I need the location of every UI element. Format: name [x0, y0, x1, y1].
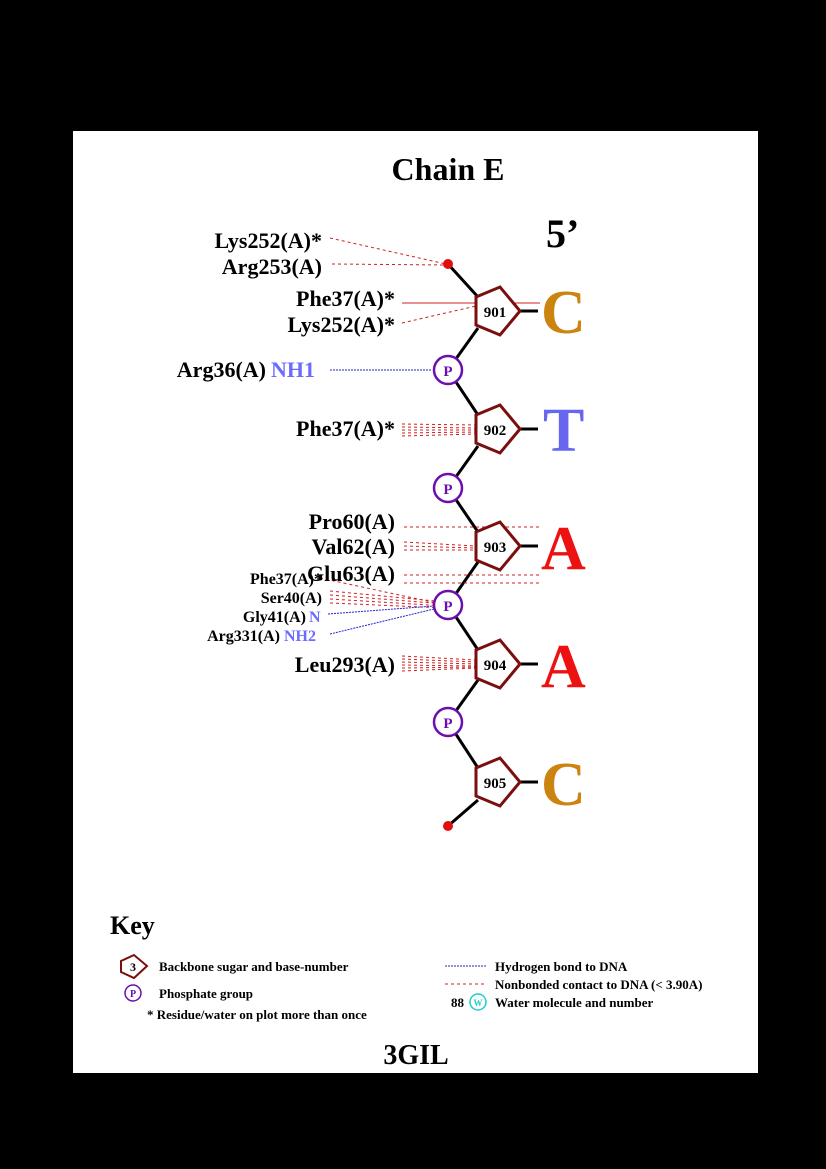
- atom-n: N: [309, 609, 321, 626]
- sugar-901: 901: [474, 285, 522, 337]
- residue-arg253: Arg253(A): [222, 254, 322, 279]
- contact-arg253-end: [331, 263, 447, 266]
- hbond-gly41: [327, 605, 435, 615]
- structure-id: 3GIL: [383, 1040, 448, 1071]
- phosphate-2: P: [432, 472, 464, 504]
- hbond-arg331: [329, 608, 435, 635]
- key-phosphate-symbol: [124, 984, 142, 1002]
- residue-labels: Lys252(A)* Arg253(A) Phe37(A)* Lys252(A)…: [177, 228, 395, 677]
- water-icon: [469, 993, 487, 1011]
- phosphate-1: P: [432, 354, 464, 386]
- atom-nh2: NH2: [284, 628, 316, 645]
- key-water-number: 88: [451, 995, 465, 1010]
- key-repeat-text: * Residue/water on plot more than once: [147, 1007, 367, 1022]
- svg-text:901: 901: [484, 305, 507, 321]
- residue-gly41: Gly41(A): [243, 609, 306, 626]
- base-904: A: [541, 633, 586, 701]
- five-prime-label: 5’: [546, 211, 579, 256]
- svg-text:903: 903: [484, 540, 507, 556]
- phosphate-3: P: [432, 589, 464, 621]
- key-water-text: Water molecule and number: [495, 995, 654, 1010]
- five-prime-end-dot: [443, 259, 453, 269]
- residue-arg331: Arg331(A): [207, 628, 280, 645]
- residue-phe37-3: Phe37(A)*: [250, 571, 322, 588]
- svg-text:P: P: [443, 364, 452, 380]
- svg-text:904: 904: [484, 658, 507, 674]
- phosphate-4: P: [432, 706, 464, 738]
- residue-phe37-2: Phe37(A)*: [296, 416, 395, 441]
- base-905: C: [541, 751, 586, 819]
- svg-text:P: P: [130, 989, 136, 1000]
- key-phosphate-text: Phosphate group: [159, 986, 253, 1001]
- contact-lys252-end: [329, 237, 447, 265]
- svg-text:P: P: [443, 599, 452, 615]
- residue-lys252-2: Lys252(A)*: [287, 312, 395, 337]
- svg-text:P: P: [443, 716, 452, 732]
- backbone-sugars: 901 902 903 904 905: [474, 285, 522, 808]
- atom-labels: NH1 N NH2: [271, 357, 321, 645]
- base-903: A: [541, 515, 586, 583]
- residue-leu293: Leu293(A): [295, 652, 395, 677]
- residue-glu63: Glu63(A): [307, 561, 395, 586]
- sugar-903: 903: [474, 520, 522, 572]
- residue-phe37-1: Phe37(A)*: [296, 286, 395, 311]
- svg-text:905: 905: [484, 776, 507, 792]
- sugar-902: 902: [474, 403, 522, 455]
- base-901: C: [541, 279, 586, 347]
- base-letters: C T A A C: [541, 279, 586, 819]
- svg-text:W: W: [474, 998, 483, 1008]
- contact-lys252-901: [401, 305, 477, 324]
- residue-ser40: Ser40(A): [261, 590, 322, 607]
- atom-nh1: NH1: [271, 357, 315, 382]
- phosphate-groups: P P P P: [432, 354, 464, 738]
- key-nonbonded-text: Nonbonded contact to DNA (< 3.90A): [495, 977, 702, 992]
- key-sugar-symbol: [120, 953, 149, 980]
- key-title: Key: [110, 911, 155, 940]
- sugar-905: 905: [474, 756, 522, 808]
- key-hbond-text: Hydrogen bond to DNA: [495, 959, 628, 974]
- base-902: T: [543, 397, 584, 465]
- residue-val62: Val62(A): [311, 534, 395, 559]
- residue-arg36: Arg36(A): [177, 357, 266, 382]
- key: Key 3 Backbone sugar and base-number P P…: [110, 911, 702, 1022]
- key-sugar-text: Backbone sugar and base-number: [159, 959, 349, 974]
- residue-lys252-1: Lys252(A)*: [214, 228, 322, 253]
- chain-title: Chain E: [392, 151, 505, 187]
- contact-lines: [319, 237, 540, 672]
- svg-text:902: 902: [484, 423, 507, 439]
- svg-text:3: 3: [130, 960, 136, 974]
- residue-pro60: Pro60(A): [309, 509, 395, 534]
- three-prime-end-dot: [443, 821, 453, 831]
- sugar-904: 904: [474, 638, 522, 690]
- svg-text:P: P: [443, 482, 452, 498]
